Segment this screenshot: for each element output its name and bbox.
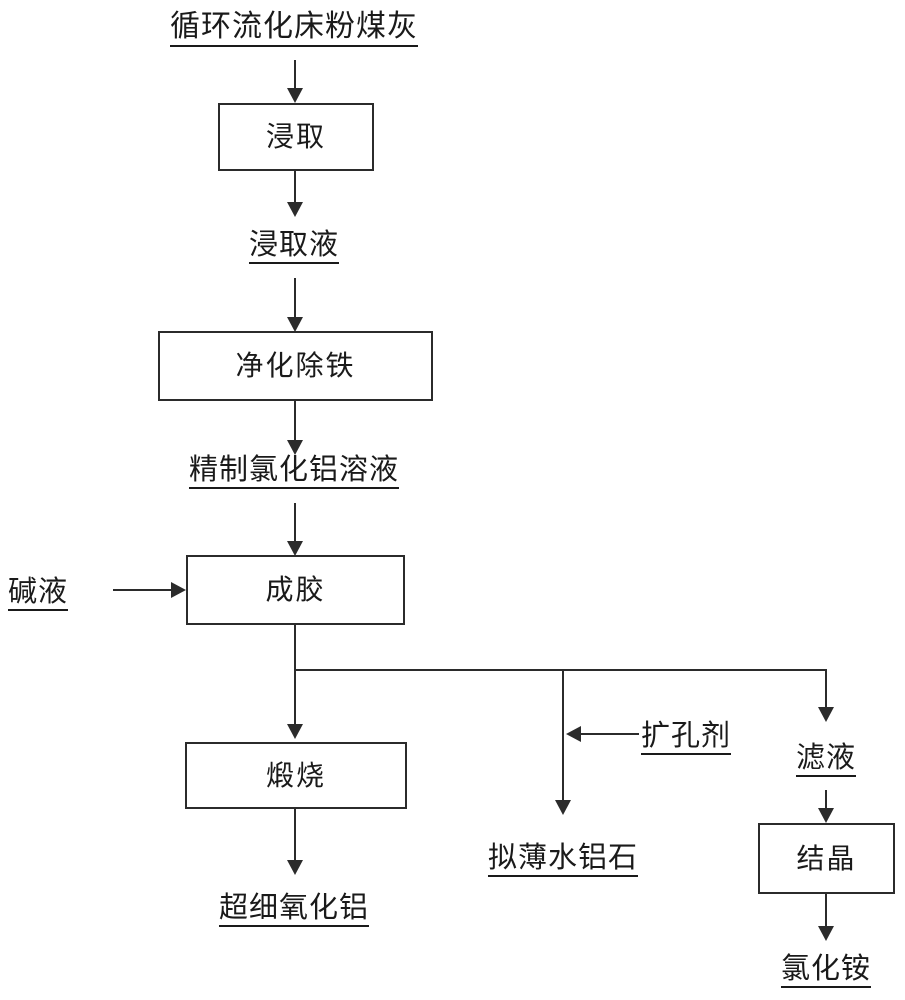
label-refined-solution: 精制氯化铝溶液 [188, 455, 400, 489]
label-filtrate-text: 滤液 [795, 743, 857, 777]
node-leaching[interactable]: 浸取 [218, 103, 374, 171]
connector-purification-to-refined [294, 401, 296, 445]
label-filtrate: 滤液 [795, 743, 857, 777]
arrowhead-feedstock-to-leaching [287, 88, 303, 103]
arrowhead-alkali-to-gelation [171, 582, 186, 598]
node-crystallization-label: 结晶 [796, 841, 857, 875]
connector-feedstock-to-leaching [294, 60, 296, 90]
connector-leaching-to-leachate [294, 171, 296, 207]
arrowhead-bus-to-calcination [287, 724, 303, 739]
arrowhead-refined-to-gelation [287, 541, 303, 556]
connector-bus-to-boehmite [562, 669, 564, 813]
label-leachate: 浸取液 [248, 230, 340, 264]
connector-bus-to-calcination [294, 669, 296, 727]
label-feedstock-text: 循环流化床粉煤灰 [170, 12, 418, 47]
arrowhead-bus-to-filtrate [818, 707, 834, 722]
connector-gelation-stem [294, 625, 296, 671]
arrowhead-bus-to-boehmite [555, 800, 571, 815]
connector-pore-agent-to-branch [581, 733, 639, 735]
connector-calcination-to-alumina [294, 809, 296, 865]
label-feedstock: 循环流化床粉煤灰 [170, 12, 418, 47]
label-pore-agent-text: 扩孔剂 [641, 721, 732, 755]
arrowhead-purification-to-refined [287, 440, 303, 455]
arrowhead-leachate-to-purification [287, 317, 303, 332]
label-ultrafine-alumina-text: 超细氧化铝 [218, 893, 370, 927]
connector-split-bus [294, 669, 827, 671]
arrowhead-filtrate-to-crystallization [818, 808, 834, 823]
label-alkali: 碱液 [8, 577, 69, 611]
label-pore-agent: 扩孔剂 [641, 721, 732, 755]
connector-bus-to-filtrate [825, 669, 827, 715]
node-calcination-label: 煅烧 [265, 758, 326, 792]
connector-refined-to-gelation [294, 503, 296, 547]
node-crystallization[interactable]: 结晶 [758, 823, 895, 894]
label-ammonium-chloride-text: 氯化铵 [780, 954, 872, 988]
label-pseudo-boehmite-text: 拟薄水铝石 [487, 843, 639, 877]
label-ultrafine-alumina: 超细氧化铝 [218, 893, 370, 927]
label-alkali-text: 碱液 [8, 577, 69, 611]
label-leachate-text: 浸取液 [248, 230, 340, 264]
label-ammonium-chloride: 氯化铵 [780, 954, 872, 988]
connector-crystallization-to-ammonium [825, 894, 827, 932]
node-leaching-label: 浸取 [265, 120, 326, 153]
node-gelation-label: 成胶 [265, 573, 326, 606]
connector-alkali-to-gelation [113, 589, 175, 591]
node-gelation[interactable]: 成胶 [186, 555, 405, 625]
arrowhead-leaching-to-leachate [287, 202, 303, 217]
node-calcination[interactable]: 煅烧 [185, 742, 407, 809]
arrowhead-crystallization-to-ammonium [818, 926, 834, 941]
connector-leachate-to-purification [294, 278, 296, 322]
node-purification-label: 净化除铁 [235, 349, 356, 382]
node-purification[interactable]: 净化除铁 [158, 331, 433, 401]
arrowhead-pore-agent-to-branch [566, 726, 581, 742]
arrowhead-calcination-to-alumina [287, 860, 303, 875]
connector-filtrate-to-crystallization [825, 790, 827, 814]
label-refined-solution-text: 精制氯化铝溶液 [188, 455, 400, 489]
label-pseudo-boehmite: 拟薄水铝石 [487, 843, 639, 877]
